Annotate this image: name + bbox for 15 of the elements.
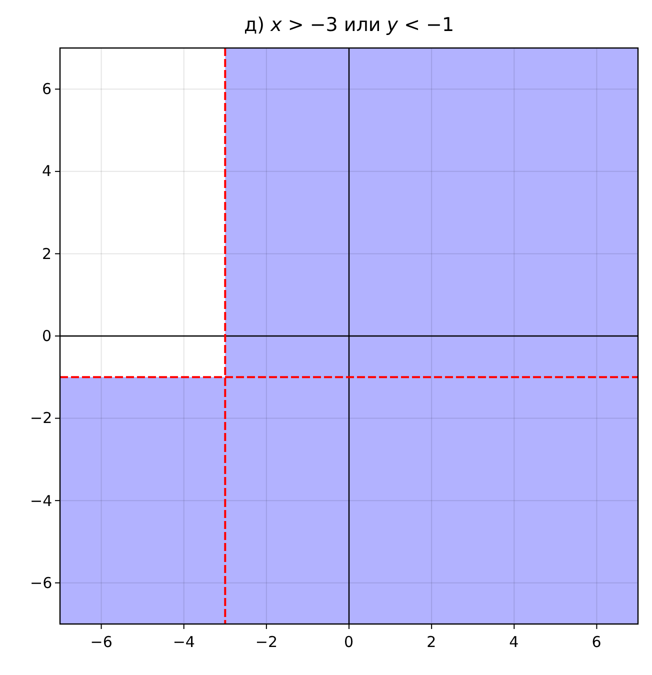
tick-label: 4: [42, 162, 52, 180]
chart-title: д) x > −3 или y < −1: [244, 14, 454, 36]
tick-label: −6: [90, 633, 112, 651]
tick-label: 0: [42, 327, 52, 345]
tick-label: −2: [255, 633, 278, 651]
tick-label: 6: [42, 80, 52, 98]
tick-label: −4: [172, 633, 195, 651]
tick-label: 2: [426, 633, 436, 651]
tick-label: −4: [30, 492, 52, 510]
tick-label: 2: [42, 244, 52, 263]
tick-label: 0: [344, 633, 354, 651]
tick-label: 6: [592, 633, 602, 651]
tick-label: −2: [30, 409, 52, 428]
tick-label: −6: [30, 574, 52, 592]
tick-label: 4: [509, 633, 519, 651]
